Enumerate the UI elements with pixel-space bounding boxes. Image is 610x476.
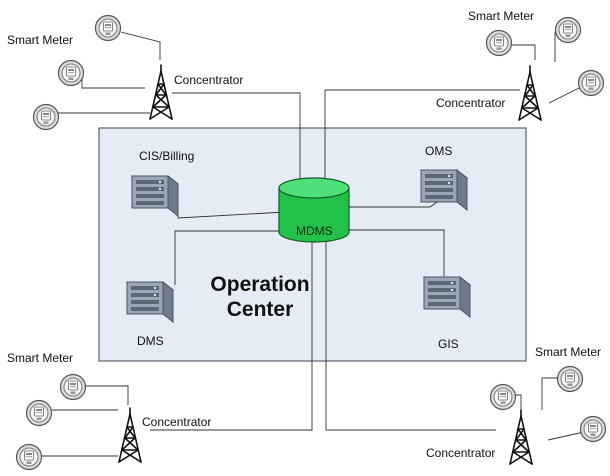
concentrator-label: Concentrator [426,446,496,460]
gis-label: GIS [438,337,459,351]
smart-meter-label: Smart Meter [7,351,74,365]
concentrator-tower-icon [509,409,533,465]
smart-meter-icon [57,59,85,87]
smart-meter-label: Smart Meter [535,345,602,359]
mdms-label: MDMS [296,224,333,238]
operation-center-title: Operation Center [200,272,320,322]
smart-meter-icon [554,16,582,44]
smart-meter-icon [489,383,517,411]
smart-meter-icon [15,443,43,471]
concentrator-tower-icon [149,64,173,120]
operation-center-title-line2: Center [226,298,294,322]
concentrator-tower-icon [118,407,142,463]
smart-meter-label: Smart Meter [7,33,74,47]
concentrator-label: Concentrator [142,415,212,429]
smart-meter-icon [59,373,87,401]
smart-meter-icon [25,399,53,427]
mdms-database-icon [278,177,350,243]
smart-meter-icon [32,103,60,131]
dms-label: DMS [137,334,164,348]
oms-label: OMS [425,144,453,158]
operation-center-box [98,127,527,362]
smart-meter-icon [556,365,584,393]
concentrator-label: Concentrator [436,96,506,110]
smart-meter-label: Smart Meter [468,9,535,23]
cis-billing-label: CIS/Billing [139,149,195,163]
smart-meter-icon [485,29,513,57]
concentrator-label: Concentrator [174,73,244,87]
smart-meter-icon [579,415,607,443]
operation-center-title-line1: Operation [210,273,310,296]
smart-meter-icon [577,69,605,97]
smart-meter-icon [94,14,122,42]
concentrator-tower-icon [518,65,542,121]
